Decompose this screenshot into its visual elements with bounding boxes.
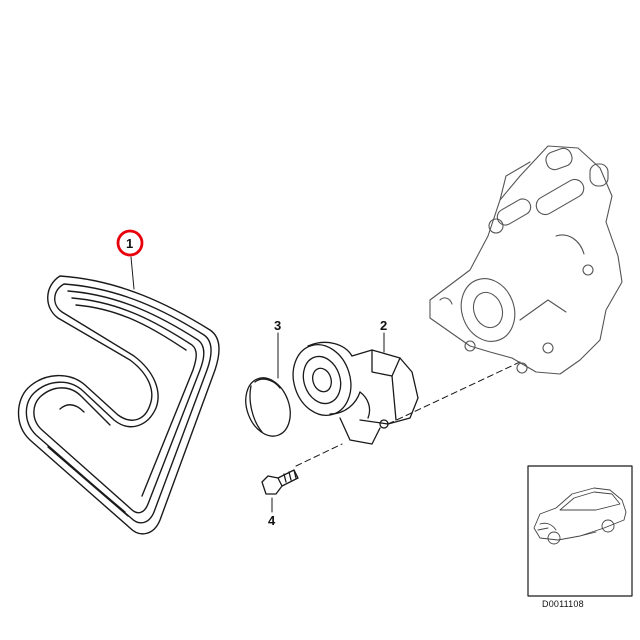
leader-line-belt bbox=[130, 256, 135, 290]
drive-belt[interactable] bbox=[17, 275, 220, 535]
bolt[interactable] bbox=[261, 469, 299, 495]
callout-4[interactable]: 4 bbox=[268, 513, 276, 528]
callout-3[interactable]: 3 bbox=[274, 318, 282, 333]
callout-2[interactable]: 2 bbox=[380, 318, 388, 333]
cap[interactable] bbox=[238, 372, 298, 443]
reference-code: D0011108 bbox=[542, 599, 584, 609]
vehicle-thumbnail bbox=[527, 465, 633, 597]
thumbnail-frame bbox=[527, 465, 633, 597]
car-icon bbox=[533, 487, 627, 545]
assembly-axis bbox=[295, 361, 521, 467]
highlight-ring bbox=[116, 229, 144, 257]
engine-bracket bbox=[429, 145, 623, 375]
belt-tensioner[interactable] bbox=[284, 337, 419, 445]
callout-1[interactable]: 1 bbox=[126, 236, 134, 251]
